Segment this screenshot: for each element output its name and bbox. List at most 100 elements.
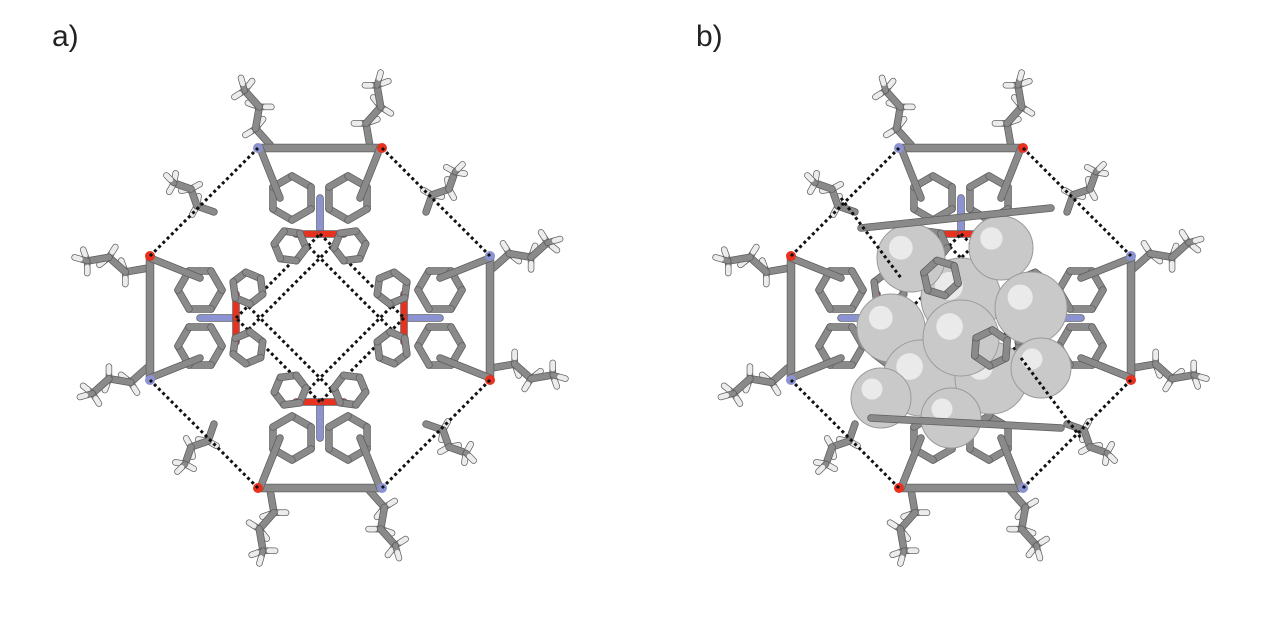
- hydrogen-atom: [437, 446, 449, 455]
- bond: [325, 413, 351, 430]
- bond: [437, 255, 493, 281]
- hydrogen-atom: [1192, 236, 1204, 244]
- bond: [357, 435, 383, 491]
- hydrogen-atom: [166, 183, 175, 195]
- bond: [241, 87, 263, 110]
- bond: [898, 145, 924, 201]
- front-framework: [839, 197, 1083, 439]
- hydrogen-atom: [522, 381, 531, 392]
- inner-ring: [229, 227, 411, 409]
- hydrogen-atom: [231, 91, 242, 100]
- hydrogen-atom: [883, 129, 894, 138]
- hydrogen-atom: [385, 547, 395, 558]
- hydrogen-atom: [249, 550, 260, 558]
- bond: [998, 435, 1024, 491]
- hydrogen-atom: [552, 378, 560, 389]
- hydrogen-atom: [466, 453, 477, 464]
- hydrogen-bond: [1021, 146, 1133, 258]
- hydrogen-atom: [1190, 243, 1201, 253]
- molecular-cage-empty: [71, 69, 569, 567]
- guest-atom-sphere: [994, 271, 1068, 345]
- hydrogen-atom: [394, 549, 402, 561]
- hydrogen-atom: [815, 464, 826, 475]
- bond: [271, 228, 288, 247]
- hydrogen-atom: [1096, 161, 1107, 172]
- hydrogen-bond: [1019, 357, 1083, 439]
- hydrogen-bond: [789, 146, 901, 258]
- guest-atom-highlight: [861, 378, 883, 400]
- bond: [1169, 371, 1197, 382]
- hydrogen-atom: [824, 435, 833, 447]
- hydrogen-atom: [398, 536, 409, 545]
- guest-atom-highlight: [931, 398, 953, 420]
- bond: [230, 350, 249, 367]
- bond: [208, 267, 225, 293]
- bond: [437, 355, 493, 381]
- hydrogen-atom: [879, 75, 887, 87]
- bond: [998, 145, 1024, 201]
- panel-a-label: a): [52, 20, 79, 53]
- hydrogen-atom: [1107, 453, 1118, 464]
- hydrogen-bond: [148, 378, 260, 490]
- hydrogen-atom: [557, 374, 568, 382]
- hydrogen-atom: [890, 550, 901, 558]
- hydrogen-atom: [380, 78, 391, 86]
- hydrogen-atom: [245, 78, 255, 89]
- hydrogen-atom: [80, 247, 88, 258]
- panel-b: b): [641, 0, 1282, 622]
- hydrogen-atom: [109, 244, 118, 255]
- hydrogen-bond: [148, 146, 260, 258]
- hydrogen-atom: [1179, 229, 1188, 240]
- hydrogen-atom: [376, 70, 384, 81]
- hydrogen-atom: [807, 183, 816, 195]
- hydrogen-atom: [886, 78, 896, 89]
- guest-atom-highlight: [896, 353, 923, 380]
- bond: [730, 375, 753, 397]
- hydrogen-atom: [172, 459, 184, 466]
- hydrogen-atom: [887, 520, 898, 529]
- hydrogen-atom: [1024, 107, 1035, 116]
- bond: [415, 287, 432, 313]
- hydrogen-atom: [1017, 70, 1025, 81]
- hydrogen-atom: [242, 129, 253, 138]
- bond: [357, 145, 383, 201]
- guest-atom-highlight: [888, 235, 913, 260]
- bond: [415, 343, 432, 369]
- hydrogen-atom: [721, 383, 732, 393]
- bond: [269, 413, 295, 430]
- bond: [725, 254, 753, 265]
- bond: [257, 145, 283, 201]
- bond: [345, 206, 371, 223]
- hydrogen-atom: [1078, 446, 1090, 455]
- hydrogen-atom: [721, 247, 729, 258]
- hydrogen-atom: [172, 170, 179, 182]
- bond: [84, 254, 112, 265]
- hydrogen-atom: [826, 463, 838, 472]
- hydrogen-atom: [713, 254, 724, 262]
- bond: [147, 355, 203, 381]
- bond: [352, 389, 369, 408]
- hydrogen-atom: [1084, 164, 1096, 173]
- hydrogen-atom: [1021, 78, 1032, 86]
- bond: [868, 415, 1064, 431]
- hydrogen-atom: [551, 236, 563, 244]
- bond: [391, 269, 410, 286]
- hydrogen-atom: [131, 385, 140, 396]
- hydrogen-atom: [804, 172, 815, 183]
- hydrogen-atom: [465, 441, 474, 453]
- hydrogen-atom: [185, 463, 197, 472]
- hydrogen-atom: [1035, 549, 1043, 561]
- bond: [858, 205, 1054, 231]
- guest-atom-highlight: [980, 227, 1003, 250]
- hydrogen-atom: [77, 392, 89, 400]
- bond: [257, 435, 283, 491]
- hydrogen-atom: [549, 243, 560, 253]
- hydrogen-atom: [443, 164, 455, 173]
- guest-atom-highlight: [1021, 348, 1043, 370]
- hydrogen-atom: [734, 396, 743, 407]
- hydrogen-bond: [380, 378, 492, 490]
- hydrogen-atom: [456, 170, 468, 177]
- bond: [377, 526, 399, 549]
- hydrogen-atom: [813, 459, 825, 466]
- hydrogen-atom: [538, 229, 547, 240]
